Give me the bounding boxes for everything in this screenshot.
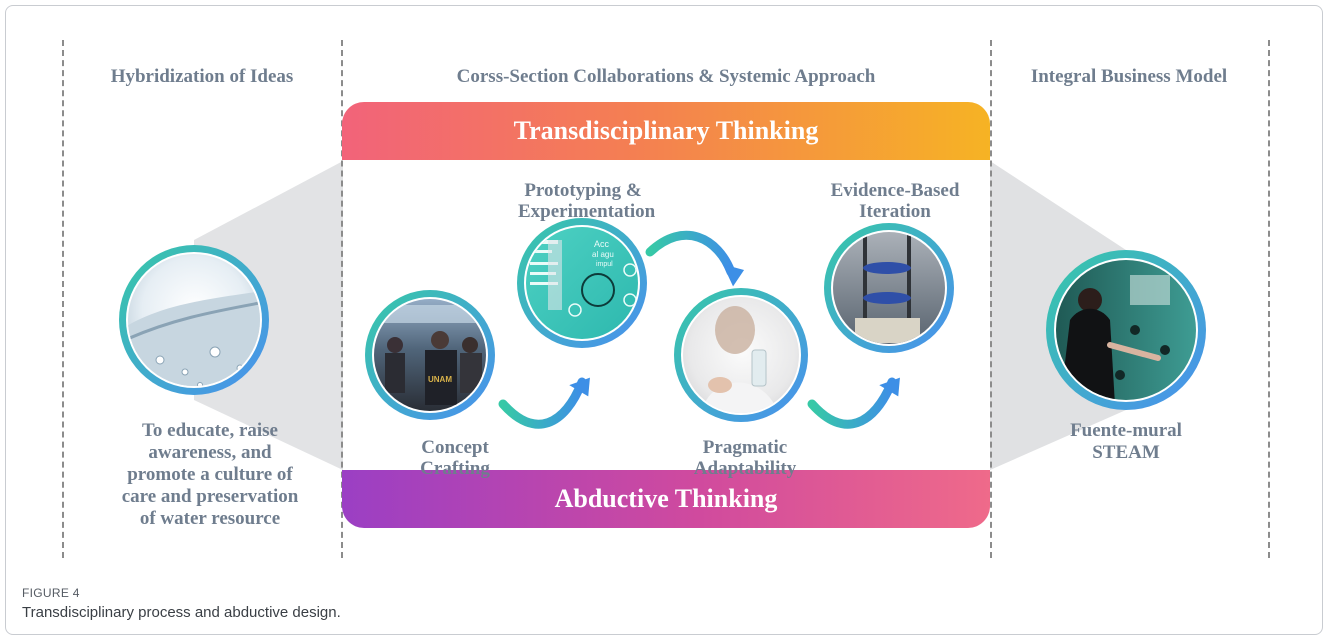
right-output-line2: STEAM	[1092, 442, 1160, 463]
poster-word-1: Acc	[594, 239, 610, 249]
left-goal-text: To educate, raise awareness, and promote…	[90, 420, 330, 530]
arrow-prototyping-to-pragmatic	[645, 230, 736, 277]
divider-1	[62, 40, 64, 558]
step-concept-line2: Crafting	[420, 458, 490, 479]
step-label-concept: Concept Crafting	[410, 437, 500, 479]
column-title-right: Integral Business Model	[1030, 66, 1228, 87]
left-goal-line5: of water resource	[139, 508, 281, 529]
step-evidence-line2: Iteration	[859, 201, 931, 222]
transdisciplinary-band: Transdisciplinary Thinking	[342, 102, 990, 160]
arrowhead-3	[879, 377, 900, 397]
abductive-label: Abductive Thinking	[554, 484, 778, 513]
left-goal-line2: awareness, and	[148, 442, 272, 463]
step-evidence-line1: Evidence-Based	[830, 180, 960, 201]
figure-label: FIGURE 4	[22, 586, 80, 600]
water-photo	[119, 245, 269, 395]
arrow-pragmatic-to-evidence	[807, 377, 897, 429]
step-concept-line1: Concept	[421, 437, 489, 458]
step-label-evidence: Evidence-Based Iteration	[820, 180, 970, 222]
arrowhead-1	[569, 377, 590, 397]
column-title-left: Hybridization of Ideas	[110, 66, 294, 87]
divider-3	[990, 40, 992, 558]
step-label-pragmatic: Pragmatic Adaptability	[680, 437, 810, 479]
left-goal-line3: promote a culture of	[127, 464, 293, 485]
concept-crafting-photo: UNAM	[365, 290, 495, 420]
figure-caption: Transdisciplinary process and abductive …	[22, 604, 341, 621]
column-title-center: Corss-Section Collaborations & Systemic …	[456, 66, 876, 87]
arrowhead-2	[722, 264, 745, 287]
step-pragmatic-line1: Pragmatic	[702, 437, 788, 458]
shirt-logo-text: UNAM	[428, 375, 452, 384]
poster-word-2: al agu	[592, 250, 614, 259]
arrow-concept-to-prototyping	[498, 377, 587, 429]
divider-4	[1268, 40, 1270, 558]
prototyping-photo: Acc al agu impul	[517, 218, 647, 348]
divider-2	[341, 40, 343, 558]
right-output-line1: Fuente-mural	[1070, 420, 1182, 441]
fuente-mural-photo	[1046, 250, 1206, 410]
abductive-band: Abductive Thinking	[342, 470, 990, 528]
evidence-photo	[824, 223, 954, 353]
poster-word-3: impul	[596, 261, 613, 268]
pragmatic-photo	[674, 288, 808, 422]
right-output-text: Fuente-mural STEAM	[1046, 420, 1206, 464]
step-pragmatic-line2: Adaptability	[693, 458, 797, 479]
step-label-prototyping: Prototyping & Experimentation	[518, 180, 656, 222]
left-goal-line4: care and preservation	[121, 486, 299, 507]
step-prototyping-line2: Experimentation	[518, 201, 656, 222]
transdisciplinary-label: Transdisciplinary Thinking	[513, 116, 819, 145]
step-prototyping-line1: Prototyping &	[524, 180, 642, 201]
left-goal-line1: To educate, raise	[142, 420, 278, 441]
